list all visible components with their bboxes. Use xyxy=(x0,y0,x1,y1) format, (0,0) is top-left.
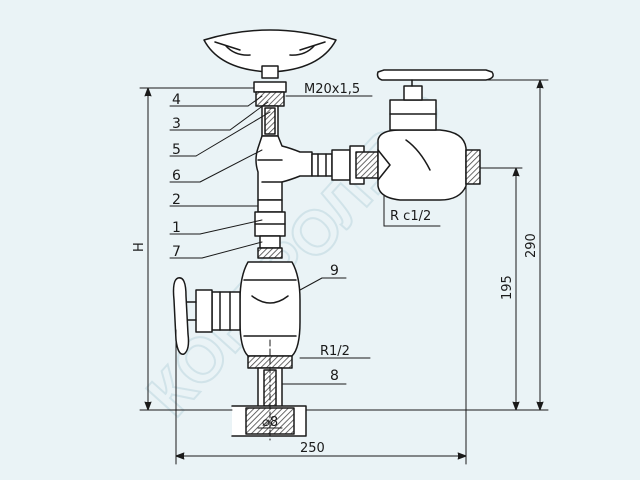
main-handwheel xyxy=(172,277,241,355)
bore-label: ⌀8 xyxy=(262,415,278,430)
callout-4: 4 xyxy=(172,92,181,108)
side-valve-body xyxy=(377,129,481,201)
thread-bottom-label: R1/2 xyxy=(320,344,350,359)
callout-3: 3 xyxy=(172,116,181,132)
thread-side-label: R c1/2 xyxy=(390,209,431,224)
callout-2: 2 xyxy=(172,192,181,208)
dim-width-total: 250 xyxy=(300,441,325,456)
lower-stem xyxy=(254,199,286,259)
callout-1: 1 xyxy=(172,220,181,236)
callout-6: 6 xyxy=(172,168,181,184)
callout-7: 7 xyxy=(172,244,181,260)
side-nut xyxy=(311,145,379,185)
dim-height-side: 195 xyxy=(500,275,515,300)
tee-body xyxy=(255,135,313,201)
dim-height-total: 290 xyxy=(524,233,539,258)
top-fitting xyxy=(253,81,287,137)
callout-leaders xyxy=(169,95,347,385)
callout-8: 8 xyxy=(330,368,339,384)
dim-height-label: H xyxy=(132,242,147,252)
dimension-lines xyxy=(139,79,549,465)
gauge-dial xyxy=(203,29,337,79)
thread-top-label: M20x1,5 xyxy=(304,82,360,97)
bottom-connector xyxy=(231,339,307,441)
callout-9: 9 xyxy=(330,263,339,279)
callout-5: 5 xyxy=(172,142,181,158)
side-handwheel xyxy=(376,69,494,131)
